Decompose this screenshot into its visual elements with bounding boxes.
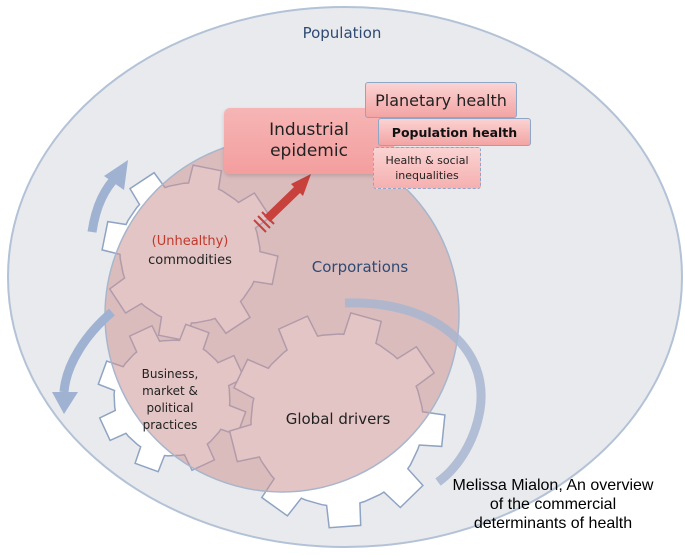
inequalities-line2: inequalities xyxy=(395,169,459,182)
credit-line3: determinants of health xyxy=(473,515,633,532)
business-line1: Business, xyxy=(141,367,199,381)
population-label: Population xyxy=(302,24,382,42)
industrial-epidemic-line2: epidemic xyxy=(270,141,348,161)
cycle-arrow-right-icon xyxy=(344,298,486,486)
business-gear-label: Business, market & political practices xyxy=(110,366,230,434)
corporations-circle xyxy=(104,137,460,493)
commodities-line2: commodities xyxy=(148,253,232,268)
business-line4: practices xyxy=(142,418,198,432)
population-health-label: Population health xyxy=(391,124,518,140)
credit-caption: Melissa Mialon, An overview of the comme… xyxy=(428,476,678,533)
credit-line1: Melissa Mialon, An overview xyxy=(452,477,654,494)
cycle-arrow-top-head-icon xyxy=(104,160,128,190)
health-inequalities-box: Health & social inequalities xyxy=(373,147,481,189)
credit-line2: of the commercial xyxy=(489,496,617,513)
business-line3: political xyxy=(146,401,194,415)
inequalities-line1: Health & social xyxy=(385,154,469,167)
global-drivers-label: Global drivers xyxy=(285,410,391,428)
corporations-label: Corporations xyxy=(311,258,409,276)
business-line2: market & xyxy=(142,384,198,398)
commodities-line1: (Unhealthy) xyxy=(151,234,229,249)
industrial-epidemic-arrow-icon xyxy=(253,174,311,233)
industrial-epidemic-box: Industrial epidemic xyxy=(224,108,394,174)
population-health-box: Population health xyxy=(378,118,531,146)
planetary-health-box: Planetary health xyxy=(365,82,517,118)
cycle-arrow-left-icon xyxy=(59,308,115,393)
planetary-health-label: Planetary health xyxy=(375,90,507,110)
commodities-gear-label: (Unhealthy) commodities xyxy=(130,232,250,270)
industrial-epidemic-line1: Industrial xyxy=(269,120,349,140)
cycle-arrow-left-head-icon xyxy=(52,392,78,414)
